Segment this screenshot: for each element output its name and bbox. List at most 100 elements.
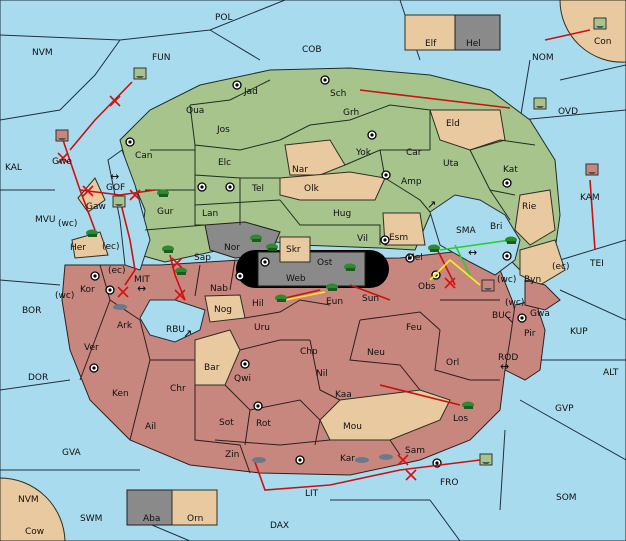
sea-label: SOM xyxy=(556,493,577,503)
sea-label: DOR xyxy=(28,373,48,383)
box-label: Aba xyxy=(143,514,160,524)
sea-label: OVD xyxy=(558,107,578,117)
sea-label: DAX xyxy=(270,521,289,531)
province-label: Rie xyxy=(522,202,537,212)
province-label: Elc xyxy=(218,158,231,168)
province-label: Olk xyxy=(304,184,320,194)
region-con[interactable] xyxy=(559,0,626,63)
box-aba[interactable] xyxy=(126,489,173,526)
coast-label: (ec) xyxy=(102,242,120,252)
province-label: Sam xyxy=(405,446,425,456)
sea-label: NVM xyxy=(18,495,39,505)
unit-fleet-icon xyxy=(355,457,369,463)
sea-label: GOF xyxy=(106,183,125,193)
province-label: Ail xyxy=(145,422,156,432)
province-label: Mou xyxy=(343,422,362,432)
svg-text:↗: ↗ xyxy=(427,198,436,211)
unit-army-icon xyxy=(505,236,517,244)
province-label: Web xyxy=(286,274,306,284)
unit-army-icon xyxy=(462,401,474,409)
coast-label: (wc) xyxy=(497,275,516,285)
province-label: Jad xyxy=(243,87,258,97)
region-esm[interactable] xyxy=(382,212,426,246)
region-olk[interactable] xyxy=(279,171,386,201)
unit-ship-icon xyxy=(55,129,69,142)
svg-text:↔: ↔ xyxy=(110,170,119,183)
sea-label: RBU xyxy=(166,325,185,335)
coast-label: (wc) xyxy=(58,219,77,229)
sea-label: FUN xyxy=(152,53,171,63)
box-label: Orn xyxy=(187,514,203,524)
passage-arrows: ↔ ↔ ↗ ↗ ↔ ↔ xyxy=(110,170,509,373)
sea-label: GVA xyxy=(62,448,82,458)
sea-gof[interactable] xyxy=(107,149,151,271)
svg-text:↔: ↔ xyxy=(137,282,146,295)
province-label: Ken xyxy=(112,389,129,399)
coast-label: (wc) xyxy=(505,298,524,308)
sea-label: SWM xyxy=(80,514,102,524)
province-label: Nar xyxy=(292,165,308,175)
province-label: Skr xyxy=(286,245,301,255)
sea-sma[interactable] xyxy=(429,194,521,276)
box-elf[interactable] xyxy=(404,14,456,51)
province-label: Eun xyxy=(326,297,343,307)
region-gwa[interactable] xyxy=(524,279,561,311)
region-bar[interactable] xyxy=(194,329,241,386)
province-label: Tel xyxy=(251,184,264,194)
region-eld[interactable] xyxy=(429,109,506,151)
province-label: Jos xyxy=(216,125,230,135)
box-orn[interactable] xyxy=(171,489,218,526)
region-cow[interactable] xyxy=(0,477,66,541)
sea-label: GVP xyxy=(555,404,574,414)
sea-label: COB xyxy=(302,45,322,55)
unit-ship-icon xyxy=(133,67,147,80)
province-label: Bar xyxy=(204,363,220,373)
order-arrows xyxy=(62,29,596,491)
province-label: Obs xyxy=(418,282,436,292)
province-label: Car xyxy=(406,148,422,158)
sea-rbu[interactable] xyxy=(139,299,206,343)
sea-label: TEI xyxy=(589,259,604,269)
province-label: Esm xyxy=(389,233,408,243)
sea-label: FRO xyxy=(440,478,459,488)
province-label: Kat xyxy=(503,165,518,175)
unit-army-icon xyxy=(250,234,262,242)
sea-label: KAM xyxy=(580,193,600,203)
unit-army-icon xyxy=(326,283,338,291)
unit-army-icon xyxy=(86,229,98,237)
province-label: Gur xyxy=(157,207,174,217)
sea-label: KAL xyxy=(5,163,22,173)
sea-label: BUC xyxy=(492,311,511,321)
province-label: Her xyxy=(70,243,86,253)
province-label: Vil xyxy=(357,234,368,244)
region-rie[interactable] xyxy=(514,189,556,246)
province-label: Rot xyxy=(256,419,271,429)
province-label: Qwi xyxy=(234,374,251,384)
region-skr-box[interactable] xyxy=(279,236,311,263)
svg-text:↔: ↔ xyxy=(468,246,477,259)
province-label: Gaw xyxy=(86,202,106,212)
labels: POL NVM FUN COB NOM Con OVD KAL KAM MVU … xyxy=(5,13,619,537)
province-label: Qua xyxy=(186,106,204,116)
sea-label: Cow xyxy=(25,527,44,537)
sea-label: NVM xyxy=(32,48,53,58)
province-label: Amp xyxy=(401,177,422,187)
box-hel[interactable] xyxy=(454,14,501,51)
region-byn[interactable] xyxy=(519,239,566,286)
region-nar[interactable] xyxy=(284,139,346,176)
province-label: Feu xyxy=(406,323,422,333)
province-label: Nog xyxy=(214,305,232,315)
sea-label: ALT xyxy=(603,368,619,378)
unit-army-icon xyxy=(175,267,187,275)
province-label: Orl xyxy=(446,358,459,368)
sea-label: Con xyxy=(594,37,612,47)
region-mou[interactable] xyxy=(319,389,451,441)
unit-ship-icon xyxy=(481,279,495,292)
province-label: Grh xyxy=(343,108,359,118)
province-label: Gwa xyxy=(530,309,550,319)
province-label: Pir xyxy=(524,329,536,339)
unit-ship-icon xyxy=(112,195,126,208)
province-label: Byn xyxy=(524,275,541,285)
